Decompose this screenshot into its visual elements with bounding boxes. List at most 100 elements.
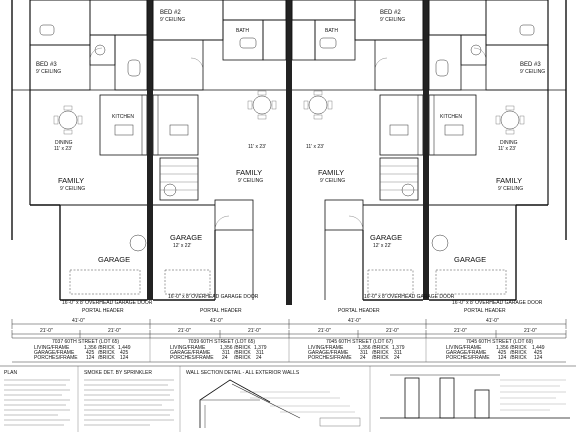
- svg-text:LIVING/FRAME: LIVING/FRAME: [446, 345, 482, 351]
- svg-text:9' CEILING: 9' CEILING: [60, 186, 85, 192]
- svg-text:124: 124: [86, 355, 95, 361]
- svg-text:16'-0" x 8' OVERHEAD GARAGE DO: 16'-0" x 8' OVERHEAD GARAGE DOOR: [62, 300, 153, 306]
- svg-text:425: 425: [120, 350, 129, 356]
- svg-text:16'-0" x 8' OVERHEAD GARAGE DO: 16'-0" x 8' OVERHEAD GARAGE DOOR: [452, 300, 543, 306]
- room-label: FAMILY: [236, 168, 262, 177]
- svg-text:1,379: 1,379: [392, 345, 405, 351]
- svg-text:PORCHES/FRAME: PORCHES/FRAME: [170, 355, 214, 361]
- svg-text:GARAGE/FRAME: GARAGE/FRAME: [34, 350, 75, 356]
- svg-text:9' CEILING: 9' CEILING: [520, 69, 545, 75]
- room-label: BATH: [236, 28, 249, 34]
- svg-text:PORCHES/FRAME: PORCHES/FRAME: [446, 355, 490, 361]
- svg-text:7037 60TH STREET (LOT 65): 7037 60TH STREET (LOT 65): [52, 339, 119, 345]
- svg-text:124: 124: [534, 355, 543, 361]
- dimension-label: 21'-0": [178, 328, 191, 334]
- svg-text:11' x 23': 11' x 23': [248, 144, 266, 150]
- svg-text:1,356: 1,356: [220, 345, 233, 351]
- svg-text:11' x 23': 11' x 23': [498, 146, 516, 152]
- dimension-label: 21'-0": [318, 328, 331, 334]
- svg-text:425: 425: [86, 350, 95, 356]
- svg-text:9' CEILING: 9' CEILING: [380, 17, 405, 23]
- svg-text:124: 124: [120, 355, 129, 361]
- svg-text:/BRICK: /BRICK: [372, 350, 389, 356]
- svg-text:GARAGE/FRAME: GARAGE/FRAME: [170, 350, 211, 356]
- svg-text:PORTAL HEADER: PORTAL HEADER: [338, 308, 380, 314]
- dimension-label: 41'-0": [210, 318, 223, 324]
- dimension-label: 21'-0": [386, 328, 399, 334]
- svg-text:1,379: 1,379: [254, 345, 267, 351]
- svg-text:PORCHES/FRAME: PORCHES/FRAME: [34, 355, 78, 361]
- svg-text:7045 60TH STREET (LOT 67): 7045 60TH STREET (LOT 67): [326, 339, 393, 345]
- svg-text:PORTAL HEADER: PORTAL HEADER: [200, 308, 242, 314]
- svg-text:311: 311: [222, 350, 230, 356]
- room-label: FAMILY: [318, 168, 344, 177]
- dining-table: [303, 90, 333, 120]
- svg-text:1,356: 1,356: [358, 345, 371, 351]
- svg-text:16'-0" x 8' OVERHEAD GARAGE DO: 16'-0" x 8' OVERHEAD GARAGE DOOR: [168, 294, 259, 300]
- svg-text:24: 24: [222, 355, 228, 361]
- svg-text:/BRICK: /BRICK: [510, 350, 527, 356]
- dimension-label: 41'-0": [348, 318, 361, 324]
- svg-text:/BRICK: /BRICK: [510, 345, 527, 351]
- room-label: DINING: [500, 140, 518, 146]
- garages: [59, 204, 517, 301]
- svg-text:425: 425: [498, 350, 507, 356]
- svg-text:/BRICK: /BRICK: [234, 355, 251, 361]
- svg-text:GARAGE/FRAME: GARAGE/FRAME: [308, 350, 349, 356]
- svg-text:9' CEILING: 9' CEILING: [238, 178, 263, 184]
- area-schedule-unit-2: 7039 60TH STREET (LOT 65) LIVING/FRAME 1…: [170, 339, 267, 361]
- svg-text:PORCHES/FRAME: PORCHES/FRAME: [308, 355, 352, 361]
- area-schedule-unit-1: 7037 60TH STREET (LOT 65) LIVING/FRAME 1…: [34, 339, 131, 361]
- svg-text:311: 311: [256, 350, 264, 356]
- notes-heading: PLAN: [4, 370, 17, 376]
- notes-heading: SMOKE DET. BY SPRINKLER: [84, 370, 152, 376]
- svg-text:7045 60TH STREET (LOT 69): 7045 60TH STREET (LOT 69): [466, 339, 533, 345]
- svg-text:LIVING/FRAME: LIVING/FRAME: [308, 345, 344, 351]
- dimension-strings: 41'-0" 41'-0" 41'-0" 41'-0" 21'-0" 21'-0…: [11, 318, 567, 338]
- room-label: BED #3: [36, 62, 57, 68]
- room-label: GARAGE: [170, 233, 202, 242]
- svg-text:311: 311: [394, 350, 402, 356]
- svg-text:/BRICK: /BRICK: [510, 355, 527, 361]
- svg-text:12' x 22': 12' x 22': [173, 243, 191, 249]
- notes-heading: WALL SECTION DETAIL - ALL EXTERIOR WALLS: [186, 370, 300, 376]
- wall-section-detail: [199, 379, 361, 428]
- svg-text:/BRICK: /BRICK: [98, 345, 115, 351]
- svg-text:/BRICK: /BRICK: [372, 345, 389, 351]
- room-label: BED #3: [520, 62, 541, 68]
- area-schedule-unit-3: 7045 60TH STREET (LOT 67) LIVING/FRAME 1…: [308, 339, 405, 361]
- dining-table: [53, 105, 83, 135]
- garage-labels: GARAGE GARAGE 12' x 22' GARAGE 12' x 22'…: [62, 233, 543, 314]
- svg-text:1,449: 1,449: [532, 345, 545, 351]
- svg-text:24: 24: [360, 355, 366, 361]
- svg-text:/BRICK: /BRICK: [98, 355, 115, 361]
- svg-text:12' x 22': 12' x 22': [373, 243, 391, 249]
- svg-text:24: 24: [394, 355, 400, 361]
- room-labels-living: DINING 11' x 23' DINING 11' x 23' 11' x …: [54, 114, 523, 192]
- svg-text:11' x 23': 11' x 23': [306, 144, 324, 150]
- svg-text:/BRICK: /BRICK: [234, 345, 251, 351]
- dimension-label: 21'-0": [40, 328, 53, 334]
- dimension-label: 21'-0": [248, 328, 261, 334]
- svg-text:1,356: 1,356: [84, 345, 97, 351]
- room-label: DINING: [55, 140, 73, 146]
- room-labels-upper: BED #2 9' CEILING BED #2 9' CEILING BED …: [36, 10, 545, 75]
- bedroom-wing: [29, 0, 549, 91]
- room-label: FAMILY: [496, 176, 522, 185]
- svg-text:16'-0" x 8' OVERHEAD GARAGE DO: 16'-0" x 8' OVERHEAD GARAGE DOOR: [364, 294, 455, 300]
- svg-text:9' CEILING: 9' CEILING: [320, 178, 345, 184]
- dimension-label: 41'-0": [72, 318, 85, 324]
- dining-table: [247, 90, 277, 120]
- svg-text:311: 311: [360, 350, 368, 356]
- svg-text:GARAGE/FRAME: GARAGE/FRAME: [446, 350, 487, 356]
- room-label: GARAGE: [454, 255, 486, 264]
- svg-text:9' CEILING: 9' CEILING: [160, 17, 185, 23]
- svg-text:/BRICK: /BRICK: [98, 350, 115, 356]
- svg-text:425: 425: [534, 350, 543, 356]
- living-level: [53, 90, 525, 252]
- area-schedules: 7037 60TH STREET (LOT 65) LIVING/FRAME 1…: [12, 337, 566, 363]
- svg-text:1,356: 1,356: [496, 345, 509, 351]
- room-label: BATH: [325, 28, 338, 34]
- svg-text:9' CEILING: 9' CEILING: [498, 186, 523, 192]
- dimension-label: 21'-0": [524, 328, 537, 334]
